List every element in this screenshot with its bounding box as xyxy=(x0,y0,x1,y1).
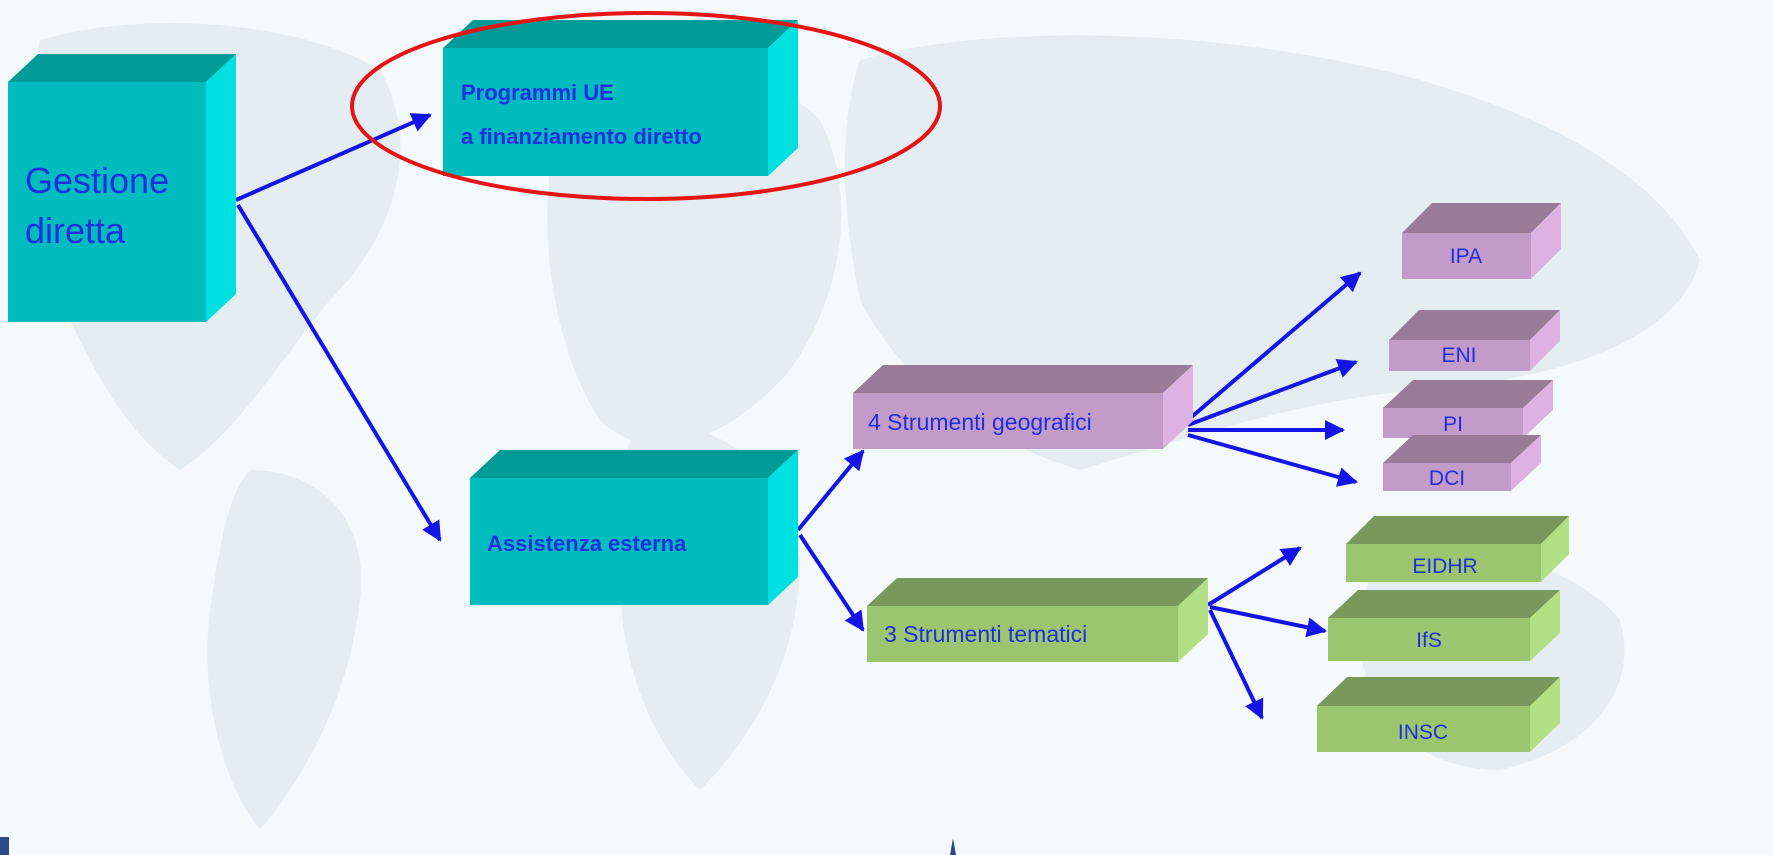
box-strumenti-tematici: 3 Strumenti tematici xyxy=(867,578,1208,662)
arrow-assistenza-to-geografici xyxy=(796,449,865,532)
box-insc: INSC xyxy=(1317,677,1560,752)
connector-arrows xyxy=(235,113,1362,720)
programmi-label-line1: Programmi UE xyxy=(461,80,614,105)
box-ipa: IPA xyxy=(1402,203,1561,279)
insc-label: INSC xyxy=(1398,721,1448,744)
arrow-geografici-to-eni xyxy=(1187,358,1358,427)
arrow-assistenza-to-tematici xyxy=(798,533,865,632)
gestione-label-line1: Gestione xyxy=(25,160,169,201)
box-pi: PI xyxy=(1383,380,1553,438)
arrow-tematici-to-eidhr xyxy=(1206,546,1302,607)
box-ifs: IfS xyxy=(1328,590,1560,661)
box-strumenti-geografici: 4 Strumenti geografici xyxy=(853,365,1193,449)
tematici-label: 3 Strumenti tematici xyxy=(884,621,1087,647)
pi-label: PI xyxy=(1443,413,1463,436)
spire-icon xyxy=(950,838,956,855)
box-eni: ENI xyxy=(1389,310,1560,371)
arrow-geografici-to-ipa xyxy=(1186,271,1362,422)
geografici-label: 4 Strumenti geografici xyxy=(868,409,1092,435)
box-assistenza-esterna: Assistenza esterna xyxy=(470,450,798,605)
dci-label: DCI xyxy=(1429,467,1465,490)
highlight-ellipse xyxy=(350,11,942,201)
box-eidhr: EIDHR xyxy=(1346,516,1569,582)
box-gestione-diretta: Gestione diretta xyxy=(8,54,236,322)
arrow-tematici-to-insc xyxy=(1208,609,1264,720)
eidhr-label: EIDHR xyxy=(1412,555,1477,578)
box-dci: DCI xyxy=(1383,435,1541,491)
arrow-tematici-to-ifs xyxy=(1209,605,1327,638)
ifs-label: IfS xyxy=(1416,629,1442,652)
corner-mark xyxy=(0,837,9,855)
programmi-label-line2: a finanziamento diretto xyxy=(461,124,702,149)
ipa-label: IPA xyxy=(1450,245,1482,268)
gestione-label-line2: diretta xyxy=(25,210,126,251)
arrow-gestione-to-assistenza xyxy=(236,203,442,542)
eni-label: ENI xyxy=(1441,344,1476,367)
assistenza-label: Assistenza esterna xyxy=(487,531,687,556)
arrow-geografici-to-dci xyxy=(1187,433,1358,487)
arrow-gestione-to-programmi xyxy=(235,113,432,202)
box-programmi-ue: Programmi UE a finanziamento diretto xyxy=(443,20,798,176)
